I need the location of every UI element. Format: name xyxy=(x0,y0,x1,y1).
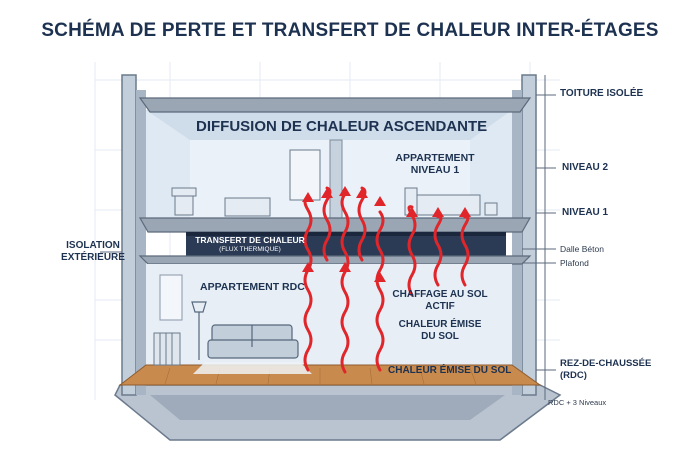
chaffage-line2: ACTIF xyxy=(425,301,455,312)
isolation-line2: EXTÉRIEURE xyxy=(61,252,125,263)
rdc-line2: (RDC) xyxy=(560,370,587,381)
left-wall xyxy=(121,74,137,396)
niveau1-label: NIVEAU 1 xyxy=(562,207,609,218)
radiator xyxy=(153,332,181,366)
ground-floor-room xyxy=(146,264,512,374)
plafond-label: Plafond xyxy=(560,258,589,268)
heat-arrow xyxy=(433,215,443,287)
transfert-line2: (FLUX THERMIQUE) xyxy=(219,246,281,253)
roof-slab xyxy=(138,97,532,113)
heat-arrows xyxy=(303,186,470,374)
diffusion-label: DIFFUSION DE CHALEUR ASCENDANTE xyxy=(196,118,488,135)
heat-arrow xyxy=(375,210,385,372)
chaleur-emise-line1: CHALEUR ÉMISE xyxy=(398,319,482,330)
appartement-rdc-label: APPARTEMENT RDC xyxy=(200,281,305,293)
heat-arrow xyxy=(303,196,313,372)
isolation-line1: ISOLATION xyxy=(66,240,120,251)
rdc-label: REZ-DE-CHAUSSÉE (RDC) xyxy=(560,358,651,382)
isolation-label: ISOLATION EXTÉRIEURE xyxy=(56,240,130,264)
leader-lines xyxy=(100,75,556,400)
right-wall xyxy=(521,74,537,396)
dalle-label: Dalle Béton xyxy=(560,244,604,254)
rdc-niveaux-label: RDC + 3 Niveaux xyxy=(548,398,607,407)
chaffage-label: CHAFFAGE AU SOL ACTIF xyxy=(390,289,490,313)
floor-lamp xyxy=(191,301,207,360)
appartement-niveau1-line1: APPARTEMENT xyxy=(395,152,475,164)
niveau2-label: NIVEAU 2 xyxy=(562,162,609,173)
level2-furniture xyxy=(171,149,498,217)
heat-arrowheads xyxy=(302,186,471,282)
chaleur-emise-label: CHALEUR ÉMISE DU SOL xyxy=(390,319,490,343)
heat-arrow xyxy=(460,215,470,287)
toiture-label: TOITURE ISOLÉE xyxy=(560,88,644,99)
chaleur-emise-sol-label: CHALEUR ÉMISE DU SOL xyxy=(388,365,512,376)
page-title: SCHÉMA DE PERTE ET TRANSFERT DE CHALEUR … xyxy=(41,20,659,41)
chaleur-emise-line2: DU SOL xyxy=(421,331,459,342)
appartement-niveau1-line2: NIVEAU 1 xyxy=(410,164,460,176)
chaffage-line1: CHAFFAGE AU SOL xyxy=(392,289,488,300)
sofa xyxy=(207,324,299,359)
transfert-label: TRANSFERT DE CHALEUR (FLUX THERMIQUE) xyxy=(190,235,310,255)
rdc-line1: REZ-DE-CHAUSSÉE xyxy=(560,358,652,369)
heat-arrow xyxy=(340,192,350,374)
level1-slab xyxy=(138,217,532,233)
central-column xyxy=(329,139,343,219)
rug xyxy=(193,362,312,374)
transfert-line1: TRANSFERT DE CHALEUR xyxy=(195,235,305,245)
ceiling-slab xyxy=(138,255,532,265)
appartement-niveau1-label: APPARTEMENT NIVEAU 1 xyxy=(385,152,485,176)
